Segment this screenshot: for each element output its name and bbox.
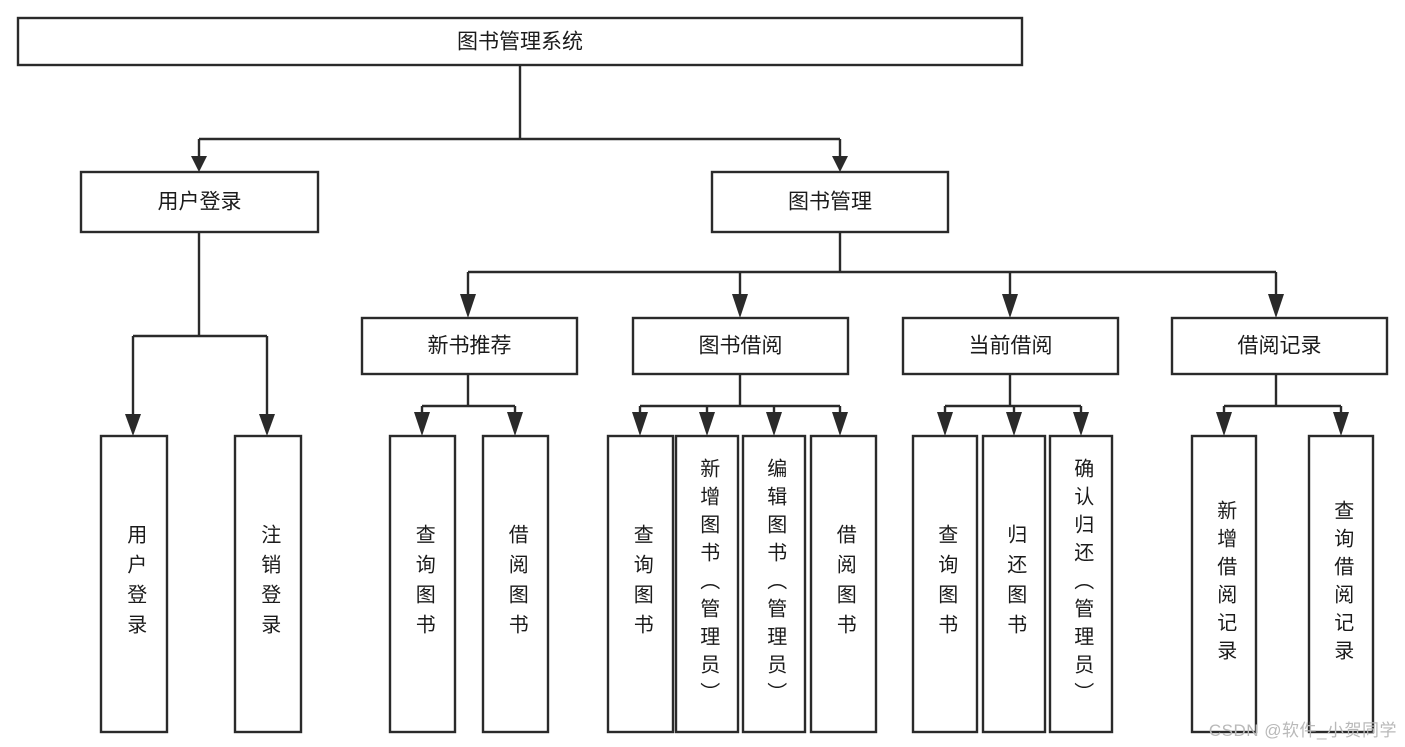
node-leaf-query-book-1-label: 查询图书 [412, 524, 435, 644]
node-leaf-borrow-book-1-label: 借阅图书 [505, 524, 528, 644]
node-leaf-query-book-3-label: 查询图书 [935, 524, 958, 644]
node-leaf-return-book-label: 归还图书 [1004, 524, 1027, 644]
node-root-label: 图书管理系统 [457, 31, 583, 54]
csdn-watermark: CSDN @软件_小贺同学 [1208, 721, 1397, 740]
node-borrow-record-label: 借阅记录 [1238, 335, 1322, 358]
node-leaf-add-record-label: 新增借阅记录 [1214, 500, 1237, 668]
node-current-borrow-label: 当前借阅 [969, 335, 1053, 358]
node-user-login-label: 用户登录 [158, 191, 242, 214]
arrowhead-new-book-rec [460, 294, 476, 318]
arrowhead-leaf-borrow-book-1 [507, 412, 523, 436]
arrowhead-leaf-logout [259, 414, 275, 436]
node-leaf-query-book-3[interactable]: 查询图书 [911, 434, 979, 734]
node-leaf-user-login-label: 用户登录 [124, 524, 147, 644]
node-leaf-add-book-label: 新增图书（管理员） [697, 458, 720, 710]
arrowhead-book-borrow [732, 294, 748, 318]
node-leaf-confirm-return-label: 确认归还（管理员） [1071, 458, 1094, 710]
node-leaf-logout-label: 注销登录 [258, 524, 281, 644]
node-leaf-query-book-1[interactable]: 查询图书 [388, 434, 457, 734]
node-book-manage-label: 图书管理 [788, 191, 872, 214]
node-leaf-return-book[interactable]: 归还图书 [981, 434, 1047, 734]
node-new-book-rec-label: 新书推荐 [428, 335, 512, 358]
node-leaf-add-record[interactable]: 新增借阅记录 [1190, 434, 1258, 734]
arrowhead-leaf-edit-book [766, 412, 782, 436]
arrowhead-leaf-user-login [125, 414, 141, 436]
node-leaf-edit-book-label: 编辑图书（管理员） [764, 458, 787, 710]
node-user-login[interactable]: 用户登录 [79, 170, 320, 234]
node-leaf-borrow-book-2-label: 借阅图书 [833, 524, 856, 644]
node-leaf-query-record[interactable]: 查询借阅记录 [1307, 434, 1375, 734]
node-borrow-record[interactable]: 借阅记录 [1170, 316, 1389, 376]
arrowhead-user-login [191, 156, 207, 172]
node-leaf-confirm-return[interactable]: 确认归还（管理员） [1048, 434, 1114, 734]
arrowhead-book-manage [832, 156, 848, 172]
arrowhead-leaf-query-book-2 [632, 412, 648, 436]
node-book-manage[interactable]: 图书管理 [710, 170, 950, 234]
edge-layer [125, 65, 1349, 436]
arrowhead-current-borrow [1002, 294, 1018, 318]
node-new-book-rec[interactable]: 新书推荐 [360, 316, 579, 376]
node-book-borrow[interactable]: 图书借阅 [631, 316, 850, 376]
node-leaf-user-login[interactable]: 用户登录 [99, 434, 169, 734]
node-leaf-query-book-2[interactable]: 查询图书 [606, 434, 675, 734]
node-leaf-edit-book[interactable]: 编辑图书（管理员） [741, 434, 807, 734]
arrowhead-leaf-add-record [1216, 412, 1232, 436]
arrowhead-leaf-query-record [1333, 412, 1349, 436]
node-leaf-borrow-book-1[interactable]: 借阅图书 [481, 434, 550, 734]
node-leaf-logout[interactable]: 注销登录 [233, 434, 303, 734]
arrowhead-borrow-record [1268, 294, 1284, 318]
arrowhead-leaf-return-book [1006, 412, 1022, 436]
node-root[interactable]: 图书管理系统 [16, 16, 1024, 67]
node-leaf-add-book[interactable]: 新增图书（管理员） [674, 434, 740, 734]
node-leaf-query-book-2-label: 查询图书 [630, 524, 653, 644]
arrowhead-leaf-borrow-book-2 [832, 412, 848, 436]
arrowhead-leaf-query-book-1 [414, 412, 430, 436]
arrowhead-leaf-confirm-return [1073, 412, 1089, 436]
arrowhead-leaf-query-book-3 [937, 412, 953, 436]
node-current-borrow[interactable]: 当前借阅 [901, 316, 1120, 376]
node-leaf-query-record-label: 查询借阅记录 [1331, 500, 1354, 668]
node-book-borrow-label: 图书借阅 [699, 335, 783, 358]
arrowhead-leaf-add-book [699, 412, 715, 436]
node-leaf-borrow-book-2[interactable]: 借阅图书 [809, 434, 878, 734]
